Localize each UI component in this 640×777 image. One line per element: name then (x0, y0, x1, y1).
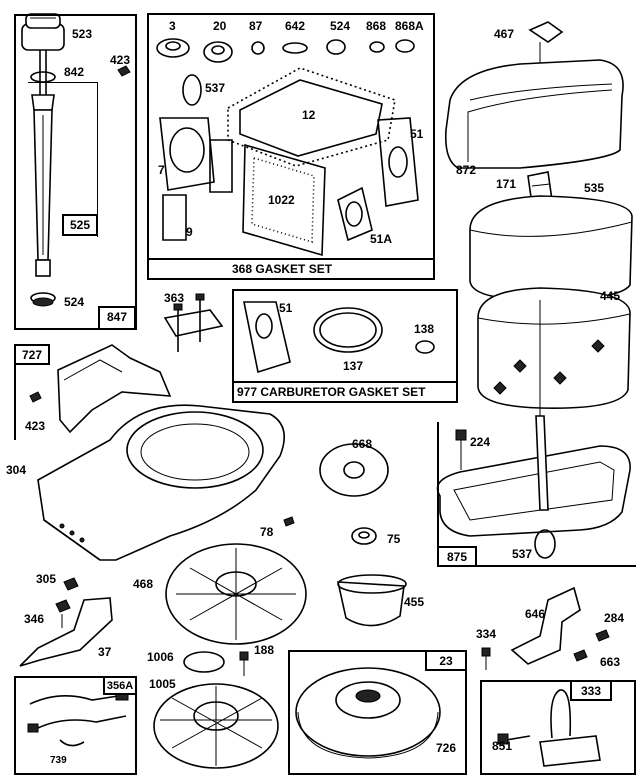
label-3: 3 (169, 19, 176, 33)
wires-box (14, 676, 137, 775)
label-9: 9 (186, 225, 193, 239)
label-642: 642 (285, 19, 306, 33)
label-304: 304 (6, 463, 27, 477)
label-524-left: 524 (64, 295, 85, 309)
label-872: 872 (456, 163, 477, 177)
gasket-set-title: 368 GASKET SET (232, 262, 333, 276)
bracket-drawing (163, 293, 224, 352)
label-334: 334 (476, 627, 497, 641)
label-524-top: 524 (330, 19, 351, 33)
dipstick-tube-drawing (21, 13, 131, 307)
gasket-set-drawing (156, 38, 419, 257)
armature-box (480, 680, 636, 775)
label-284: 284 (604, 611, 625, 625)
carb-gasket-box (232, 289, 458, 403)
tag-875: 875 (437, 546, 477, 567)
label-468: 468 (133, 577, 154, 591)
tag-727: 727 (14, 344, 50, 365)
label-12: 12 (302, 108, 316, 122)
label-305: 305 (36, 572, 57, 586)
label-1022: 1022 (268, 193, 295, 207)
base-drawing (436, 415, 631, 559)
label-868A: 868A (395, 19, 424, 33)
label-726: 726 (436, 741, 457, 755)
label-224: 224 (470, 435, 491, 449)
label-75: 75 (387, 532, 401, 546)
label-37: 37 (98, 645, 112, 659)
label-137: 137 (343, 359, 364, 373)
label-739: 739 (50, 755, 67, 766)
label-51A: 51A (370, 232, 393, 246)
tag-23: 23 (425, 650, 467, 671)
gasket-set-titlebar (147, 258, 435, 280)
label-346: 346 (24, 612, 45, 626)
tag-525: 525 (62, 214, 98, 236)
label-1006: 1006 (147, 650, 174, 664)
label-537-base: 537 (512, 547, 533, 561)
blower-housing-drawing (37, 404, 286, 561)
label-363: 363 (164, 291, 185, 305)
label-851: 851 (492, 739, 513, 753)
label-138: 138 (414, 322, 435, 336)
tag-356A: 356A (103, 676, 137, 695)
air-cleaner-drawing (444, 21, 633, 420)
label-423-left: 423 (25, 419, 46, 433)
label-445: 445 (600, 289, 621, 303)
label-467: 467 (494, 27, 515, 41)
tag-847: 847 (98, 306, 136, 330)
baffle-box (14, 344, 16, 440)
label-523: 523 (72, 27, 93, 41)
carb-gasket-drawing (243, 301, 435, 374)
cup-drawing (336, 574, 407, 627)
screen-drawing (165, 516, 307, 645)
label-455: 455 (404, 595, 425, 609)
label-842: 842 (64, 65, 85, 79)
label-51-top: 51 (410, 127, 424, 141)
label-7: 7 (158, 163, 165, 177)
tag-333: 333 (570, 680, 612, 701)
label-87: 87 (249, 19, 263, 33)
flywheel-box (288, 650, 467, 775)
plate-drawing (319, 443, 389, 545)
armature-drawing (497, 689, 601, 767)
carb-gasket-titlebar (232, 381, 458, 403)
bracket-646-drawing (481, 586, 610, 670)
label-188: 188 (254, 643, 275, 657)
label-1005: 1005 (149, 677, 176, 691)
label-663: 663 (600, 655, 621, 669)
label-668: 668 (352, 437, 373, 451)
label-423-top: 423 (110, 53, 131, 67)
flywheel-drawing (295, 667, 441, 759)
label-171: 171 (496, 177, 517, 191)
baffle-drawing (29, 344, 172, 434)
gasket-set-box (147, 13, 435, 280)
base-box (437, 422, 636, 567)
label-78: 78 (260, 525, 274, 539)
carb-gasket-title: 977 CARBURETOR GASKET SET (237, 385, 426, 399)
left-small-parts-drawing (19, 577, 113, 667)
label-646: 646 (525, 607, 546, 621)
label-868: 868 (366, 19, 387, 33)
dipstick-box (14, 14, 137, 330)
fan-drawing (153, 651, 279, 769)
wires-drawing (27, 691, 129, 747)
label-535: 535 (584, 181, 605, 195)
tube-subbox (28, 82, 98, 237)
label-537-top: 537 (205, 81, 226, 95)
label-51-carb: 51 (279, 301, 293, 315)
label-20: 20 (213, 19, 227, 33)
